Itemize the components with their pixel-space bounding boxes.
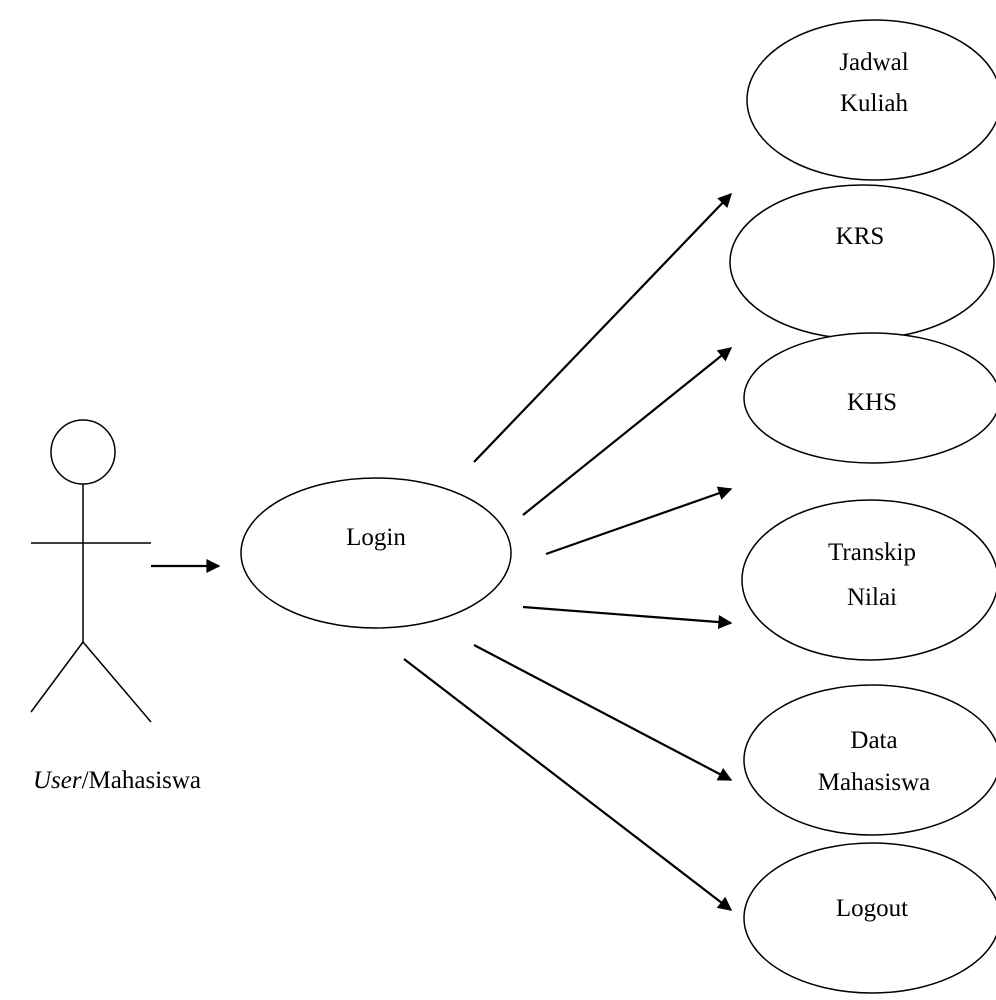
usecase-krs[interactable] (729, 184, 995, 340)
usecase-login-label: Login (346, 524, 406, 551)
arrow-login-krs (473, 192, 732, 463)
arrow-login-logout (403, 658, 733, 911)
usecase-logout[interactable] (743, 842, 996, 994)
actor-figure (30, 419, 152, 723)
usecase-transkip-nilai[interactable] (741, 499, 996, 661)
actor-right-leg (82, 641, 152, 723)
usecase-data-mahasiswa[interactable] (743, 684, 996, 836)
usecase-transkip-line2: Nilai (847, 584, 897, 611)
usecase-khs-label: KHS (847, 389, 897, 416)
arrow-login-khs (522, 347, 733, 516)
usecase-jadwal-line1: Jadwal (839, 49, 908, 76)
actor-head (50, 419, 116, 485)
arrow-login-data-mahasiswa (473, 644, 733, 781)
arrow-login-transkip-nilai (522, 605, 733, 630)
usecase-data-line1: Data (850, 727, 897, 754)
usecase-logout-label: Logout (836, 895, 908, 922)
usecase-jadwal-kuliah[interactable] (746, 19, 996, 181)
usecase-login[interactable] (240, 477, 512, 629)
usecase-transkip-line1: Transkip (828, 539, 916, 566)
arrow-login-transkip (545, 486, 733, 556)
usecase-jadwal-line2: Kuliah (840, 90, 909, 117)
usecase-khs[interactable] (743, 332, 996, 464)
actor-left-leg (30, 641, 84, 713)
actor-label: User/Mahasiswa (33, 767, 201, 794)
usecase-krs-label: KRS (836, 223, 885, 250)
usecase-data-line2: Mahasiswa (818, 769, 930, 796)
